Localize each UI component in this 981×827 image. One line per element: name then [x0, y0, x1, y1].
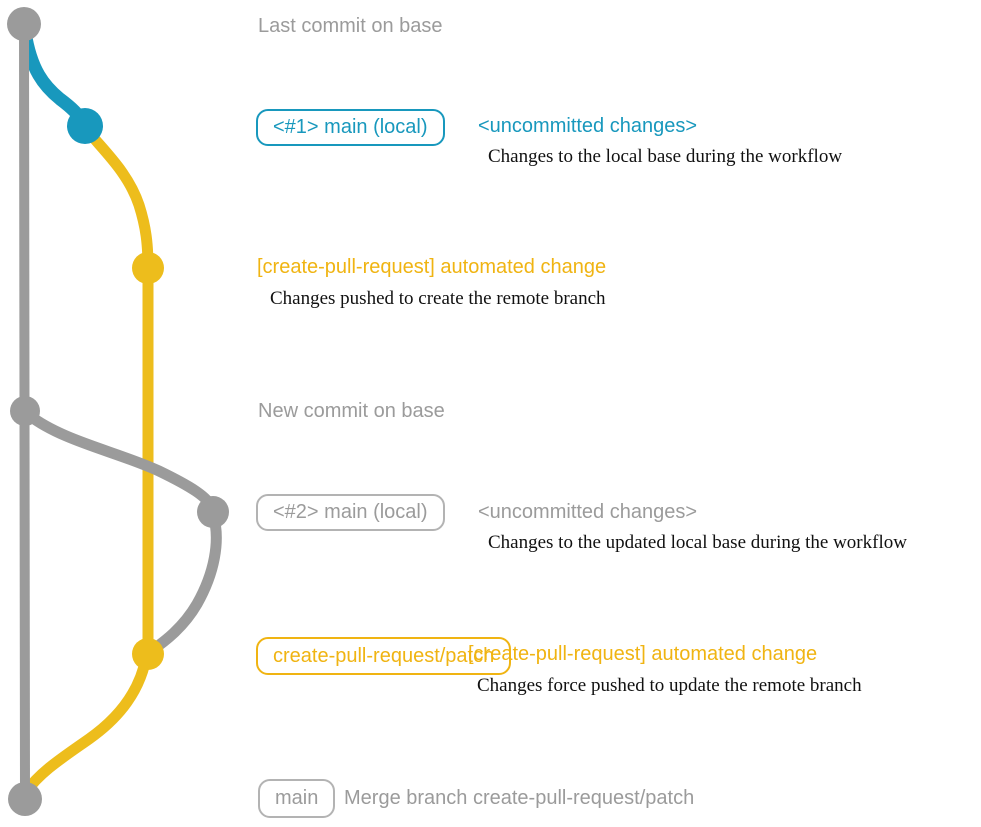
uncommitted-changes-2-edge [23, 409, 218, 514]
commit-node-uncommitted-1 [67, 108, 103, 144]
commit-node-uncommitted-2 [197, 496, 229, 528]
new-commit-on-base-label: New commit on base [258, 400, 445, 422]
automated-change-2-description: Changes force pushed to update the remot… [477, 675, 862, 696]
commit-node-patch-1 [132, 252, 164, 284]
uncommitted-changes-1-edge [18, 25, 91, 130]
branch-badge-main: main [258, 779, 336, 818]
merge-commit-message: Merge branch create-pull-request/patch [344, 787, 695, 809]
automated-change-1-description: Changes pushed to create the remote bran… [270, 288, 606, 309]
branch-badge-create-pull-request-patch: create-pull-request/patch [256, 637, 512, 675]
uncommitted-changes-1-description: Changes to the local base during the wor… [488, 146, 843, 167]
automated-change-1-title: [create-pull-request] automated change [257, 256, 607, 278]
force-push-edge [145, 508, 222, 657]
uncommitted-changes-2-title: <uncommitted changes> [478, 501, 698, 523]
uncommitted-changes-1-title: <uncommitted changes> [478, 115, 698, 137]
commit-node-new-base [10, 396, 40, 426]
uncommitted-changes-2-description: Changes to the updated local base during… [488, 532, 907, 553]
merge-edge [20, 652, 152, 798]
patch-branch-edge [81, 124, 154, 660]
commit-node-last-base [7, 7, 41, 41]
branch-badge-main-local-2: <#2> main (local) [256, 494, 445, 531]
last-commit-on-base-label: Last commit on base [258, 15, 443, 37]
branch-badge-main-local-1: <#1> main (local) [256, 109, 445, 146]
commit-node-merge [8, 782, 42, 816]
automated-change-2-title: [create-pull-request] automated change [468, 643, 818, 665]
commit-node-patch-2 [132, 638, 164, 670]
